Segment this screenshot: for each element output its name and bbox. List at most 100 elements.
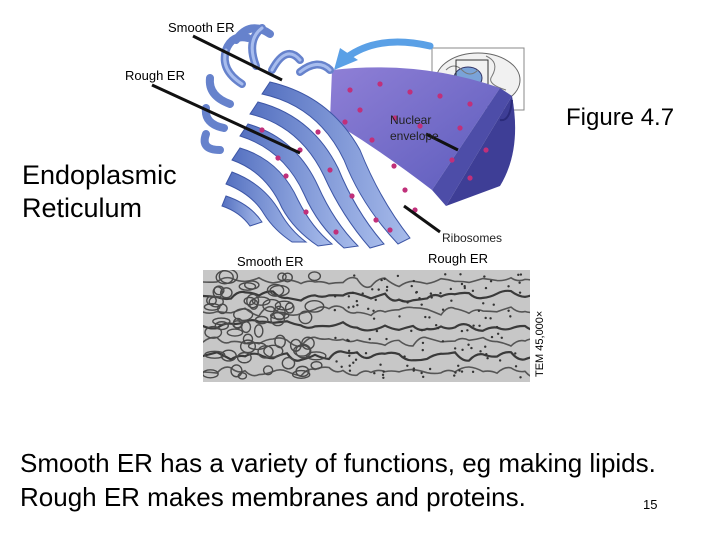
micrograph-ribosome-dot: [490, 335, 494, 339]
micrograph-ribosome-dot: [364, 352, 368, 355]
micrograph-ribosome-dot: [519, 376, 522, 379]
micrograph-ribosome-dot: [477, 309, 481, 313]
slide-heading-line1: Endoplasmic: [22, 160, 177, 190]
micrograph-ribosome-dot: [382, 376, 385, 379]
micrograph-ribosome-dot: [373, 372, 376, 375]
ribosome-dot: [303, 209, 309, 215]
micrograph-ribosome-dot: [410, 329, 413, 333]
micrograph-vesicle: [203, 303, 221, 311]
micrograph-ribosome-dot: [489, 280, 493, 283]
micrograph-ribosome-dot: [439, 292, 442, 295]
micrograph-ribosome-dot: [466, 329, 469, 332]
micrograph-ribosome-dot: [461, 348, 464, 352]
micrograph-ribosome-dot: [484, 286, 488, 290]
micrograph-ribosome-dot: [385, 289, 389, 292]
micrograph-vesicle: [251, 296, 271, 306]
micrograph-ribosome-dot: [471, 370, 475, 374]
ribosome-dot: [349, 193, 355, 199]
ribosome-dot: [417, 123, 423, 129]
micrograph-vesicle: [284, 302, 295, 314]
micrograph-ribosome-dot: [519, 273, 523, 276]
micrograph-ribosome-dot: [354, 358, 358, 361]
micrograph-ribosome-dot: [382, 370, 385, 373]
micrograph-ribosome-dot: [406, 301, 409, 304]
micrograph-ribosome-dot: [517, 273, 520, 277]
ribosome-dot: [483, 147, 489, 153]
micrograph-vesicle: [214, 321, 229, 331]
micrograph-ribosome-dot: [486, 357, 489, 360]
micrograph-ribosome-dot: [467, 343, 470, 346]
micrograph-ribosome-dot: [514, 352, 517, 355]
micrograph-vesicle: [301, 336, 315, 350]
ribosome-dot: [437, 93, 443, 99]
micrograph-ribosome-dot: [381, 373, 385, 377]
micrograph-ribosome-dot: [498, 359, 502, 362]
micrograph-ribosome-dot: [463, 286, 467, 290]
micrograph-vesicle: [310, 360, 323, 370]
micrograph-ribosome-dot: [471, 289, 475, 293]
micrograph-ribosome-dot: [507, 285, 510, 288]
micrograph-vesicle: [233, 308, 254, 322]
micrograph-vesicle: [307, 271, 322, 282]
micrograph-ribosome-dot: [347, 306, 350, 309]
micrograph-ribosome-dot: [421, 348, 424, 352]
micrograph-ribosome-dot: [418, 296, 421, 300]
micrograph-membrane-line: [203, 318, 530, 332]
micrograph-ribosome-dot: [450, 299, 453, 302]
micrograph-ribosome-dot: [401, 299, 404, 303]
micrograph-ribosome-dot: [518, 291, 522, 294]
micrograph-vesicle: [204, 350, 226, 359]
micrograph-ribosome-dot: [495, 325, 499, 329]
nuclear-envelope-shape: [330, 67, 516, 206]
micrograph-ribosome-dot: [484, 316, 487, 320]
micrograph-ribosome-dot: [353, 274, 356, 277]
micrograph-vesicle: [246, 293, 260, 309]
micrograph-vesicle: [257, 345, 274, 359]
micrograph-ribosome-dot: [333, 295, 337, 298]
micrograph-ribosome-dot: [351, 291, 355, 295]
micrograph-vesicle: [236, 351, 252, 364]
micrograph-vesicle: [212, 286, 224, 299]
micrograph-membrane-line: [203, 276, 530, 289]
micrograph-vesicle: [282, 272, 293, 283]
micrograph-ribosome-dot: [347, 349, 351, 353]
micrograph-ribosome-dot: [385, 337, 388, 341]
micrograph-vesicle: [266, 283, 285, 297]
micrograph-ribosome-dot: [352, 305, 355, 308]
micrograph-ribosome-dot: [444, 273, 447, 276]
ribosome-dot: [467, 101, 473, 107]
label-rough-er-top: Rough ER: [125, 68, 185, 83]
figure-title: Figure 4.7: [566, 104, 675, 131]
micrograph-ribosome-dot: [356, 351, 359, 355]
label-ribosomes: Ribosomes: [442, 231, 503, 245]
micrograph-ribosome-dot: [371, 288, 374, 291]
micrograph-ribosome-dot: [459, 273, 462, 276]
ribosome-dot: [402, 187, 408, 193]
micrograph-ribosome-dot: [430, 296, 433, 299]
micrograph-ribosome-dot: [348, 369, 352, 372]
micrograph-ribosome-dot: [406, 364, 409, 368]
micrograph-ribosome-dot: [483, 275, 486, 278]
micrograph-vesicle: [237, 372, 248, 380]
micrograph-ribosome-dot: [346, 338, 349, 342]
micrograph-vesicle: [232, 320, 243, 329]
micrograph-ribosome-dot: [509, 315, 512, 318]
ribosome-dot: [259, 127, 265, 133]
micrograph-vesicle: [215, 270, 234, 285]
ribosome-dot: [391, 163, 397, 169]
ribosome-dot: [327, 167, 333, 173]
micrograph-ribosome-dot: [412, 367, 416, 370]
micrograph-ribosome-dot: [420, 303, 423, 306]
magnify-arrow-icon: [334, 38, 434, 70]
micrograph-ribosome-dot: [436, 326, 440, 330]
micrograph-ribosome-dot: [460, 370, 464, 373]
micrograph-membrane-line: [203, 336, 530, 348]
ribosome-dot: [387, 227, 393, 233]
micrograph-vesicle: [298, 310, 313, 325]
micrograph-vesicle: [204, 325, 223, 339]
micrograph-ribosome-dot: [420, 329, 424, 332]
micrograph-vesicle: [239, 339, 257, 354]
caption-line1: Smooth ER has a variety of functions, eg…: [20, 448, 656, 478]
micrograph-ribosome-dot: [485, 352, 488, 356]
micrograph-ribosome-dot: [361, 292, 364, 295]
